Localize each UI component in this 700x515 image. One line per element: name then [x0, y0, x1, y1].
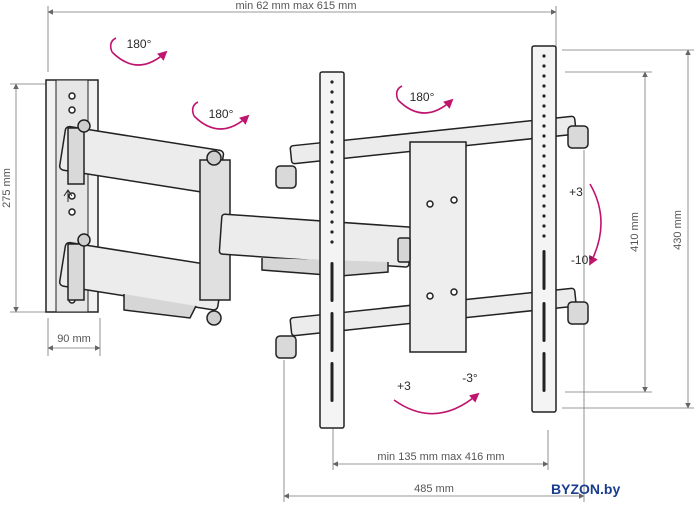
upper-arm [58, 119, 231, 326]
rail-hole [542, 164, 546, 168]
swivel-arm-label: 180° [209, 107, 234, 121]
rail-hole [542, 124, 546, 128]
center-plate [397, 141, 467, 353]
wall-plate-width-label: 90 mm [57, 333, 91, 345]
rail-hole [542, 144, 546, 148]
rail-hole [330, 210, 334, 214]
rail-hole [542, 104, 546, 108]
rail-hole [330, 150, 334, 154]
rail-hole [330, 200, 334, 204]
depth-label: min 62 mm max 615 mm [235, 0, 356, 12]
rail-slot [330, 262, 334, 302]
rail-hole [542, 94, 546, 98]
roll-right-label: -3° [462, 371, 478, 385]
brand-logo: BYZON.by [551, 481, 620, 497]
rotation-arrows [109, 37, 602, 415]
swivel-head-label: 180° [410, 90, 435, 104]
rail-hole [330, 110, 334, 114]
rail-hole [542, 194, 546, 198]
swivel-wall-label: 180° [127, 37, 152, 51]
rail-hole [330, 100, 334, 104]
rail-slot [542, 250, 546, 290]
rail-slot [542, 302, 546, 342]
rail-hole [542, 204, 546, 208]
rail-hole [542, 74, 546, 78]
vesa-rail-right [531, 45, 557, 413]
vesa-rail-left [319, 71, 345, 429]
rail-hole [330, 170, 334, 174]
rail-hole [542, 224, 546, 228]
rail-hole [330, 190, 334, 194]
vesa-height-max-label: 430 mm [672, 210, 684, 250]
lower-arm [218, 213, 413, 277]
tilt-up-label: +3 [569, 185, 583, 199]
rail-hole [330, 160, 334, 164]
rail-holes [330, 54, 546, 402]
rail-hole [542, 214, 546, 218]
tilt-down-label: -10° [571, 253, 593, 267]
rail-hole [330, 130, 334, 134]
rail-hole [542, 234, 546, 238]
rail-hole [542, 54, 546, 58]
rail-hole [542, 134, 546, 138]
rail-hole [542, 174, 546, 178]
rail-slot [542, 352, 546, 392]
rail-hole [330, 80, 334, 84]
roll-left-label: +3 [397, 379, 411, 393]
dimension-lines [10, 6, 694, 502]
vesa-width-label: min 135 mm max 416 mm [377, 451, 504, 463]
rail-hole [542, 154, 546, 158]
rail-hole [330, 220, 334, 224]
rail-slot [330, 362, 334, 402]
rail-slot [330, 312, 334, 352]
rail-hole [542, 184, 546, 188]
rail-hole [330, 180, 334, 184]
rail-hole [330, 230, 334, 234]
rail-hole [542, 64, 546, 68]
rail-hole [330, 140, 334, 144]
vesa-height-min-label: 410 mm [629, 212, 641, 252]
rail-hole [330, 120, 334, 124]
wall-plate-height-label: 275 mm [1, 168, 13, 208]
rail-hole [542, 84, 546, 88]
rail-hole [542, 114, 546, 118]
rail-hole [330, 240, 334, 244]
total-width-label: 485 mm [414, 483, 454, 495]
rail-hole [330, 90, 334, 94]
